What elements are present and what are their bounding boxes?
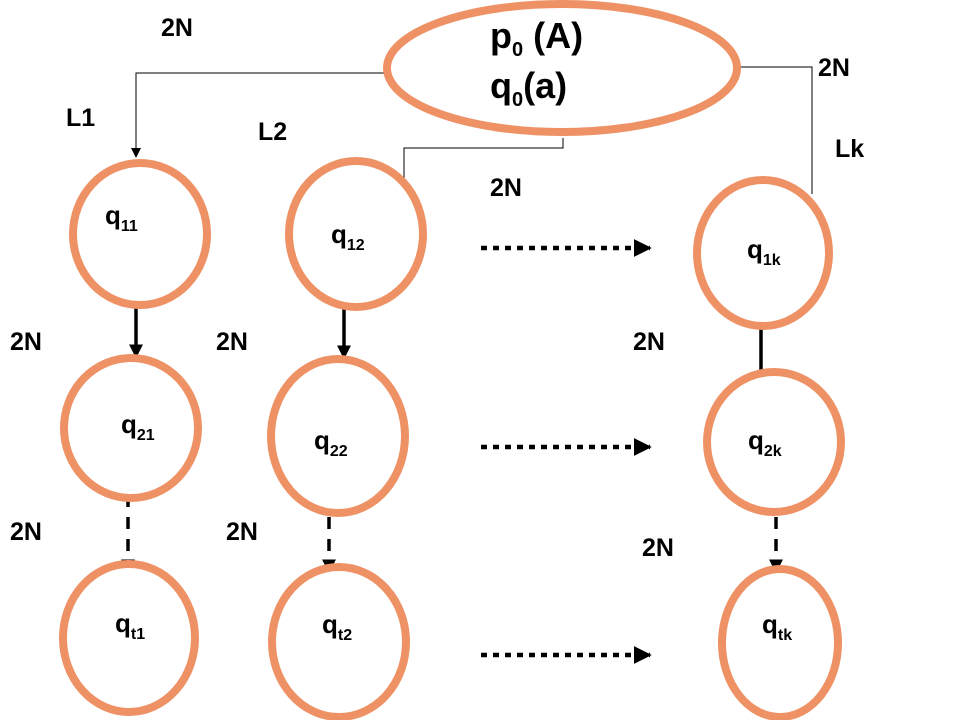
node-qt1-label: qt1: [115, 608, 145, 643]
root-node: [383, 0, 741, 136]
node-q1k: [693, 176, 833, 330]
node-q11: [69, 159, 211, 309]
branch-l2-connector: [403, 138, 564, 178]
node-qt2-label: qt2: [322, 609, 352, 644]
branch-l1-connector: [131, 72, 388, 158]
node-q21: [60, 354, 202, 502]
branch-l1-label: L1: [66, 104, 95, 132]
root-mid-weight-label: 2N: [490, 174, 522, 202]
node-qt2: [268, 563, 410, 720]
root-left-weight-label: 2N: [161, 14, 193, 42]
root-label-p0: p0 (A): [490, 15, 583, 61]
colk-upper-weight-label: 2N: [633, 328, 665, 356]
node-qt1: [59, 560, 199, 716]
node-q21-label: q21: [121, 409, 155, 444]
node-q2k-label: q2k: [748, 425, 782, 460]
col2-lower-weight-label: 2N: [226, 518, 258, 546]
root-label-q0: q0(a): [490, 65, 567, 111]
colk-lower-weight-label: 2N: [642, 534, 674, 562]
node-qtk-label: qtk: [762, 609, 792, 644]
node-q11-label: q11: [105, 200, 138, 235]
root-right-weight-label: 2N: [818, 54, 850, 82]
branch-lk-connector: [738, 66, 813, 194]
col1-lower-weight-label: 2N: [10, 518, 42, 546]
node-qtk: [718, 565, 842, 720]
node-q12: [285, 157, 427, 311]
node-q22: [267, 355, 409, 517]
branch-lk-label: Lk: [835, 135, 864, 163]
node-q12-label: q12: [331, 219, 365, 254]
col2-upper-weight-label: 2N: [216, 328, 248, 356]
node-q2k: [703, 368, 845, 516]
branch-l2-label: L2: [258, 118, 287, 146]
node-q22-label: q22: [314, 425, 348, 460]
node-q1k-label: q1k: [747, 234, 781, 269]
col1-upper-weight-label: 2N: [10, 328, 42, 356]
